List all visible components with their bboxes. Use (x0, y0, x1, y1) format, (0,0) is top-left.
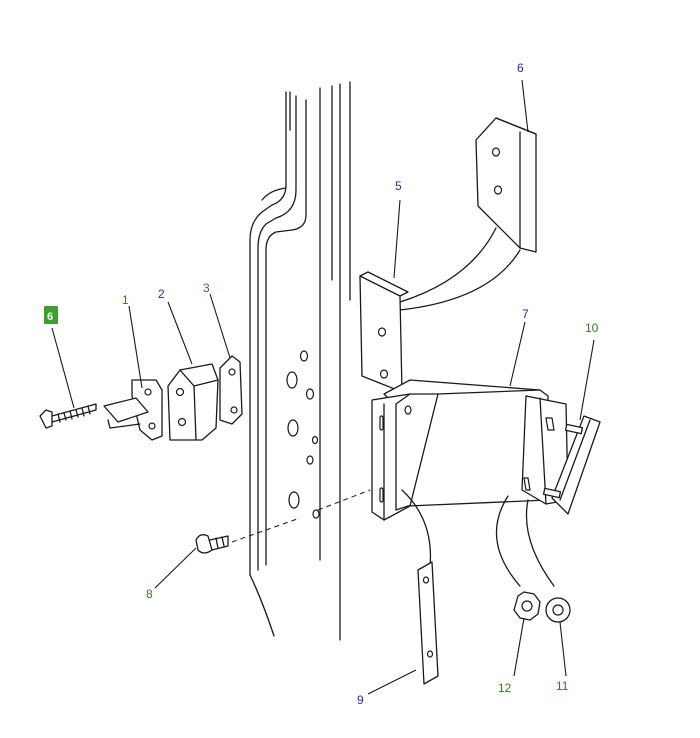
part-2-block[interactable] (167, 363, 219, 441)
callout-8[interactable]: 8 (146, 587, 153, 601)
leader-curve-6-5 (399, 227, 497, 303)
part-6-plate[interactable] (475, 117, 537, 253)
leader-curve-7-9 (401, 489, 432, 567)
part-3-gasket[interactable] (219, 355, 243, 425)
leader-curve-7-12 (495, 495, 521, 587)
callout-labels: 1 2 3 5 6 7 8 9 10 11 12 (122, 61, 599, 707)
pillar-holes (286, 350, 320, 519)
callout-2[interactable]: 2 (158, 287, 165, 301)
fixing-line-8 (231, 517, 301, 543)
callout-3[interactable]: 3 (203, 281, 210, 295)
callout-6[interactable]: 6 (517, 61, 524, 75)
fixing-line-7 (317, 489, 371, 511)
callout-9[interactable]: 9 (357, 693, 364, 707)
body-pillar (249, 81, 351, 641)
callout-11[interactable]: 11 (556, 679, 569, 693)
part-12-nut[interactable] (513, 591, 541, 621)
callout-highlighted-badge[interactable]: 6 (44, 306, 58, 324)
part-7-bracket[interactable] (371, 379, 569, 521)
part-9-strip[interactable] (417, 561, 439, 685)
callout-highlighted-label: 6 (47, 311, 53, 323)
callout-10[interactable]: 10 (585, 321, 599, 335)
part-1-striker[interactable] (103, 379, 163, 441)
callout-12[interactable]: 12 (498, 681, 512, 695)
leader-lines (51, 79, 595, 695)
part-screw-long[interactable] (39, 403, 97, 429)
part-11-washer[interactable] (545, 597, 571, 623)
leader-curve-6-5b (399, 249, 521, 311)
leader-curve-7-11 (525, 499, 555, 587)
part-8-screw[interactable] (195, 534, 229, 554)
part-5-plate[interactable] (359, 271, 409, 393)
callout-1[interactable]: 1 (122, 293, 129, 307)
callout-7[interactable]: 7 (522, 307, 529, 321)
part-10-stud-plate[interactable] (542, 415, 601, 515)
callout-5[interactable]: 5 (395, 179, 402, 193)
